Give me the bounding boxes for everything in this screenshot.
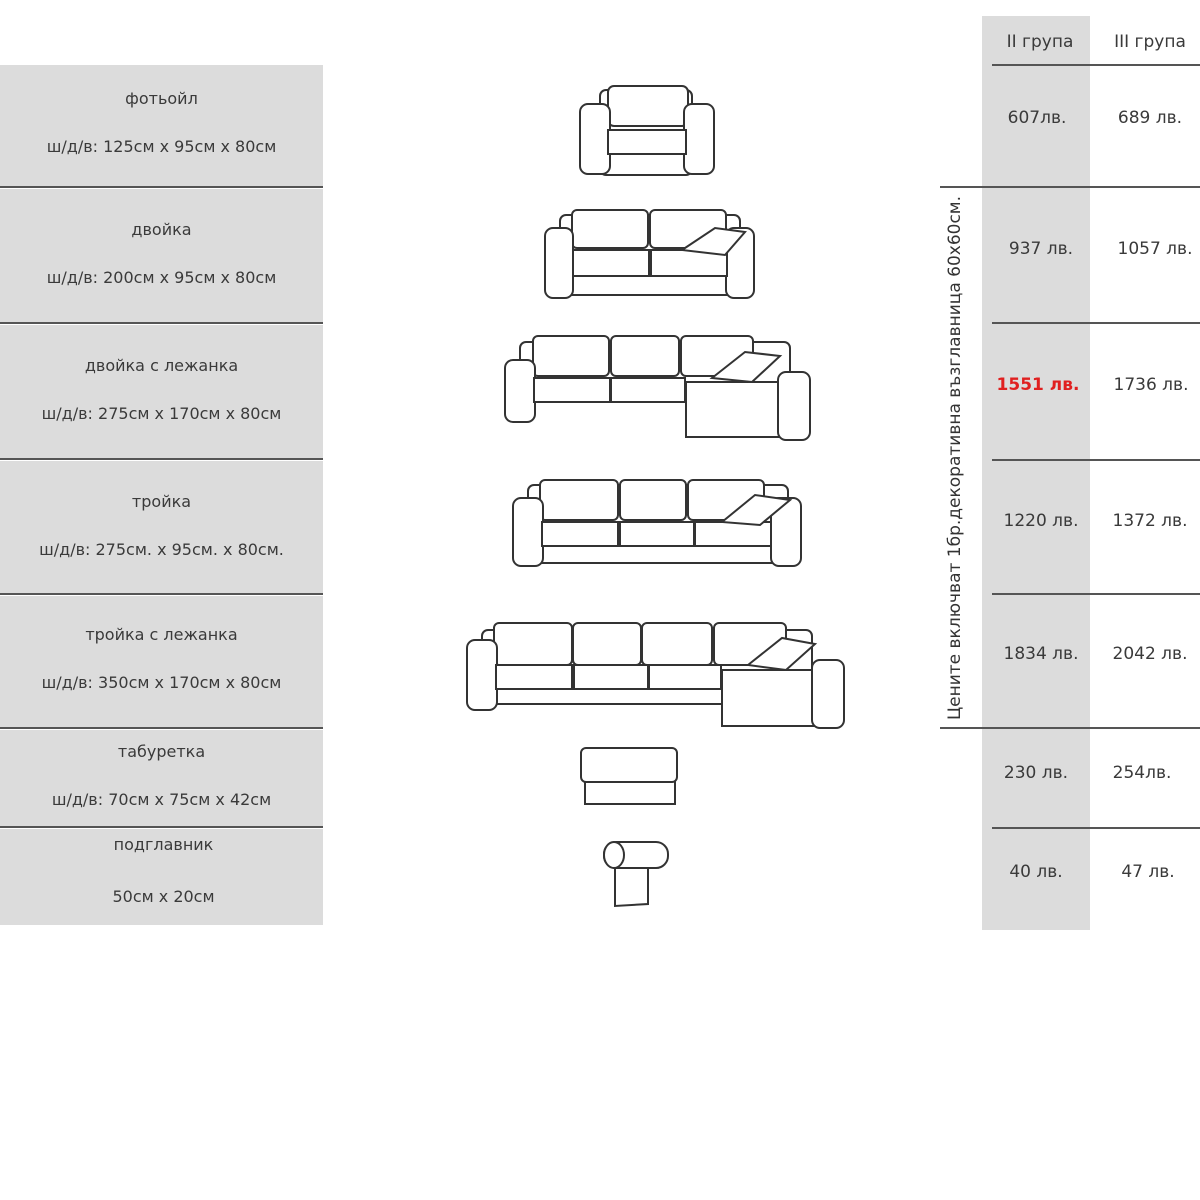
row-loveseat: двойка ш/д/в: 200см х 95см х 80см xyxy=(0,189,323,323)
price-group2: 1834 лв. xyxy=(1003,644,1079,664)
divider xyxy=(992,64,1200,66)
product-name: фотьойл xyxy=(125,89,198,108)
sofa-chaise-illustration xyxy=(466,622,845,729)
divider xyxy=(992,322,1200,324)
price-group3: 1736 лв. xyxy=(1113,375,1189,395)
divider xyxy=(0,826,323,828)
product-name: двойка xyxy=(131,220,192,239)
divider xyxy=(992,827,1200,829)
divider xyxy=(940,727,1200,729)
divider xyxy=(0,186,323,188)
loveseat-chaise-illustration xyxy=(504,335,811,441)
group2-column xyxy=(982,16,1090,930)
ottoman-illustration xyxy=(580,747,678,805)
headrest-illustration xyxy=(603,841,669,908)
product-dimensions: ш/д/в: 125см х 95см х 80см xyxy=(46,137,277,156)
divider xyxy=(0,322,323,324)
divider xyxy=(0,727,323,729)
price-note: Цените включват 1бр.декоративна възглавн… xyxy=(945,195,965,721)
row-sofa: тройка ш/д/в: 275см. х 95см. х 80см. xyxy=(0,461,323,594)
furniture-illustrations xyxy=(466,85,845,908)
price-group3: 1057 лв. xyxy=(1117,239,1193,259)
price-group2-highlighted: 1551 лв. xyxy=(996,375,1080,395)
product-dimensions: ш/д/в: 350см х 170см х 80см xyxy=(41,673,282,692)
product-dimensions: ш/д/в: 70см х 75см х 42см xyxy=(51,790,272,809)
header-group2: II група xyxy=(1006,32,1074,52)
price-group3: 689 лв. xyxy=(1117,108,1183,128)
price-group2: 607лв. xyxy=(1007,108,1067,128)
header-group3: III група xyxy=(1114,32,1186,52)
product-name: тройка xyxy=(131,492,192,511)
price-group3: 2042 лв. xyxy=(1112,644,1188,664)
price-group2: 1220 лв. xyxy=(1003,511,1079,531)
product-dimensions: ш/д/в: 275см х 170см х 80см xyxy=(41,404,282,423)
divider xyxy=(992,593,1200,595)
loveseat-illustration xyxy=(544,209,755,299)
armchair-illustration xyxy=(579,85,715,176)
product-name: тройка с лежанка xyxy=(85,625,238,644)
product-dimensions: 50см х 20см xyxy=(112,887,215,906)
divider xyxy=(0,458,323,460)
price-group2: 937 лв. xyxy=(1008,239,1074,259)
price-group3: 254лв. xyxy=(1112,763,1172,783)
row-ottoman: табуретка ш/д/в: 70см х 75см х 42см xyxy=(0,730,323,827)
divider xyxy=(0,593,323,595)
divider xyxy=(992,459,1200,461)
row-loveseat-chaise: двойка с лежанка ш/д/в: 275см х 170см х … xyxy=(0,325,323,459)
row-armchair: фотьойл ш/д/в: 125см х 95см х 80см xyxy=(0,65,323,187)
sofa-illustration xyxy=(512,479,802,567)
divider xyxy=(940,186,1200,188)
row-headrest: подглавник 50см х 20см xyxy=(0,829,323,925)
product-name: подглавник xyxy=(113,835,214,854)
price-group2: 230 лв. xyxy=(1003,763,1069,783)
price-group3: 47 лв. xyxy=(1121,862,1175,882)
product-name: табуретка xyxy=(117,742,206,761)
price-group2: 40 лв. xyxy=(1009,862,1063,882)
price-group3: 1372 лв. xyxy=(1112,511,1188,531)
product-name: двойка с лежанка xyxy=(84,356,239,375)
product-dimensions: ш/д/в: 275см. х 95см. х 80см. xyxy=(39,540,284,559)
product-dimensions: ш/д/в: 200см х 95см х 80см xyxy=(46,268,277,287)
row-sofa-chaise: тройка с лежанка ш/д/в: 350см х 170см х … xyxy=(0,596,323,728)
